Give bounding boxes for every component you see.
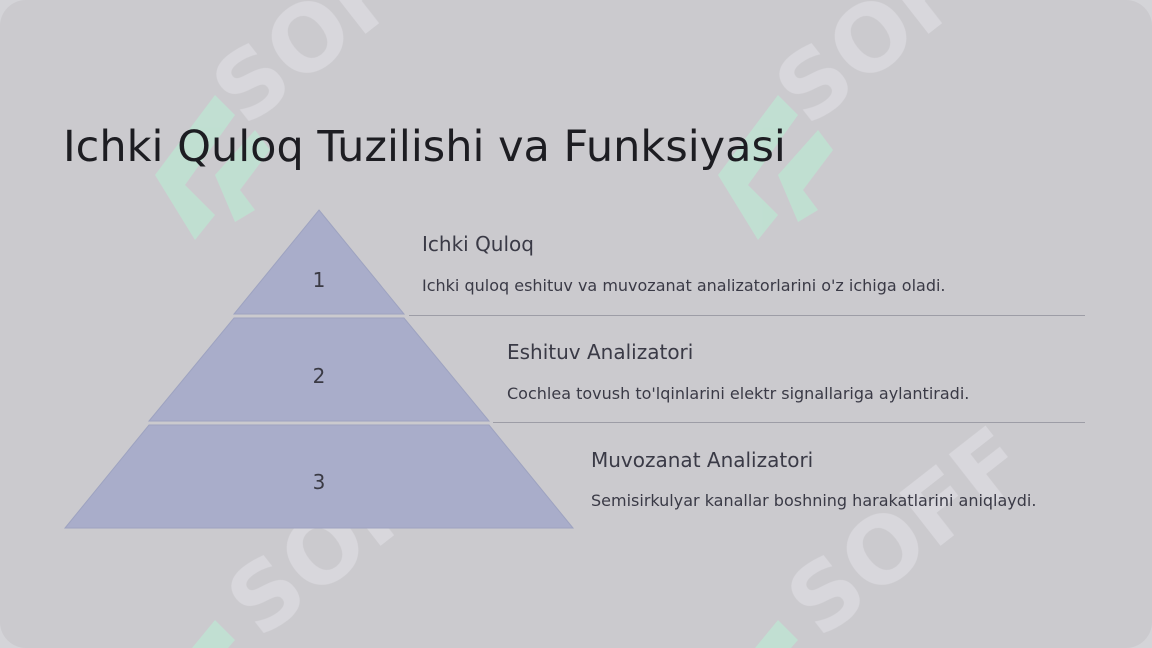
pyramid-tier-3: [63, 424, 575, 529]
pyramid-tier-1: [232, 209, 406, 315]
tier-1-heading: Ichki Quloq: [422, 232, 534, 256]
pyramid-tier-2: [147, 317, 491, 422]
tier-1-number: 1: [312, 268, 326, 292]
tier-3-heading: Muvozanat Analizatori: [591, 448, 814, 472]
tier-2-divider: [493, 422, 1085, 423]
tier-2-number: 2: [312, 364, 326, 388]
tier-2-description: Cochlea tovush to'lqinlarini elektr sign…: [507, 384, 970, 403]
tier-3-number: 3: [312, 470, 326, 494]
slide-title: Ichki Quloq Tuzilishi va Funksiyasi: [63, 122, 786, 172]
tier-2-heading: Eshituv Analizatori: [507, 340, 694, 364]
tier-1-description: Ichki quloq eshituv va muvozanat analiza…: [422, 276, 946, 295]
tier-3-description: Semisirkulyar kanallar boshning harakatl…: [591, 491, 1037, 510]
tier-1-divider: [409, 315, 1085, 316]
